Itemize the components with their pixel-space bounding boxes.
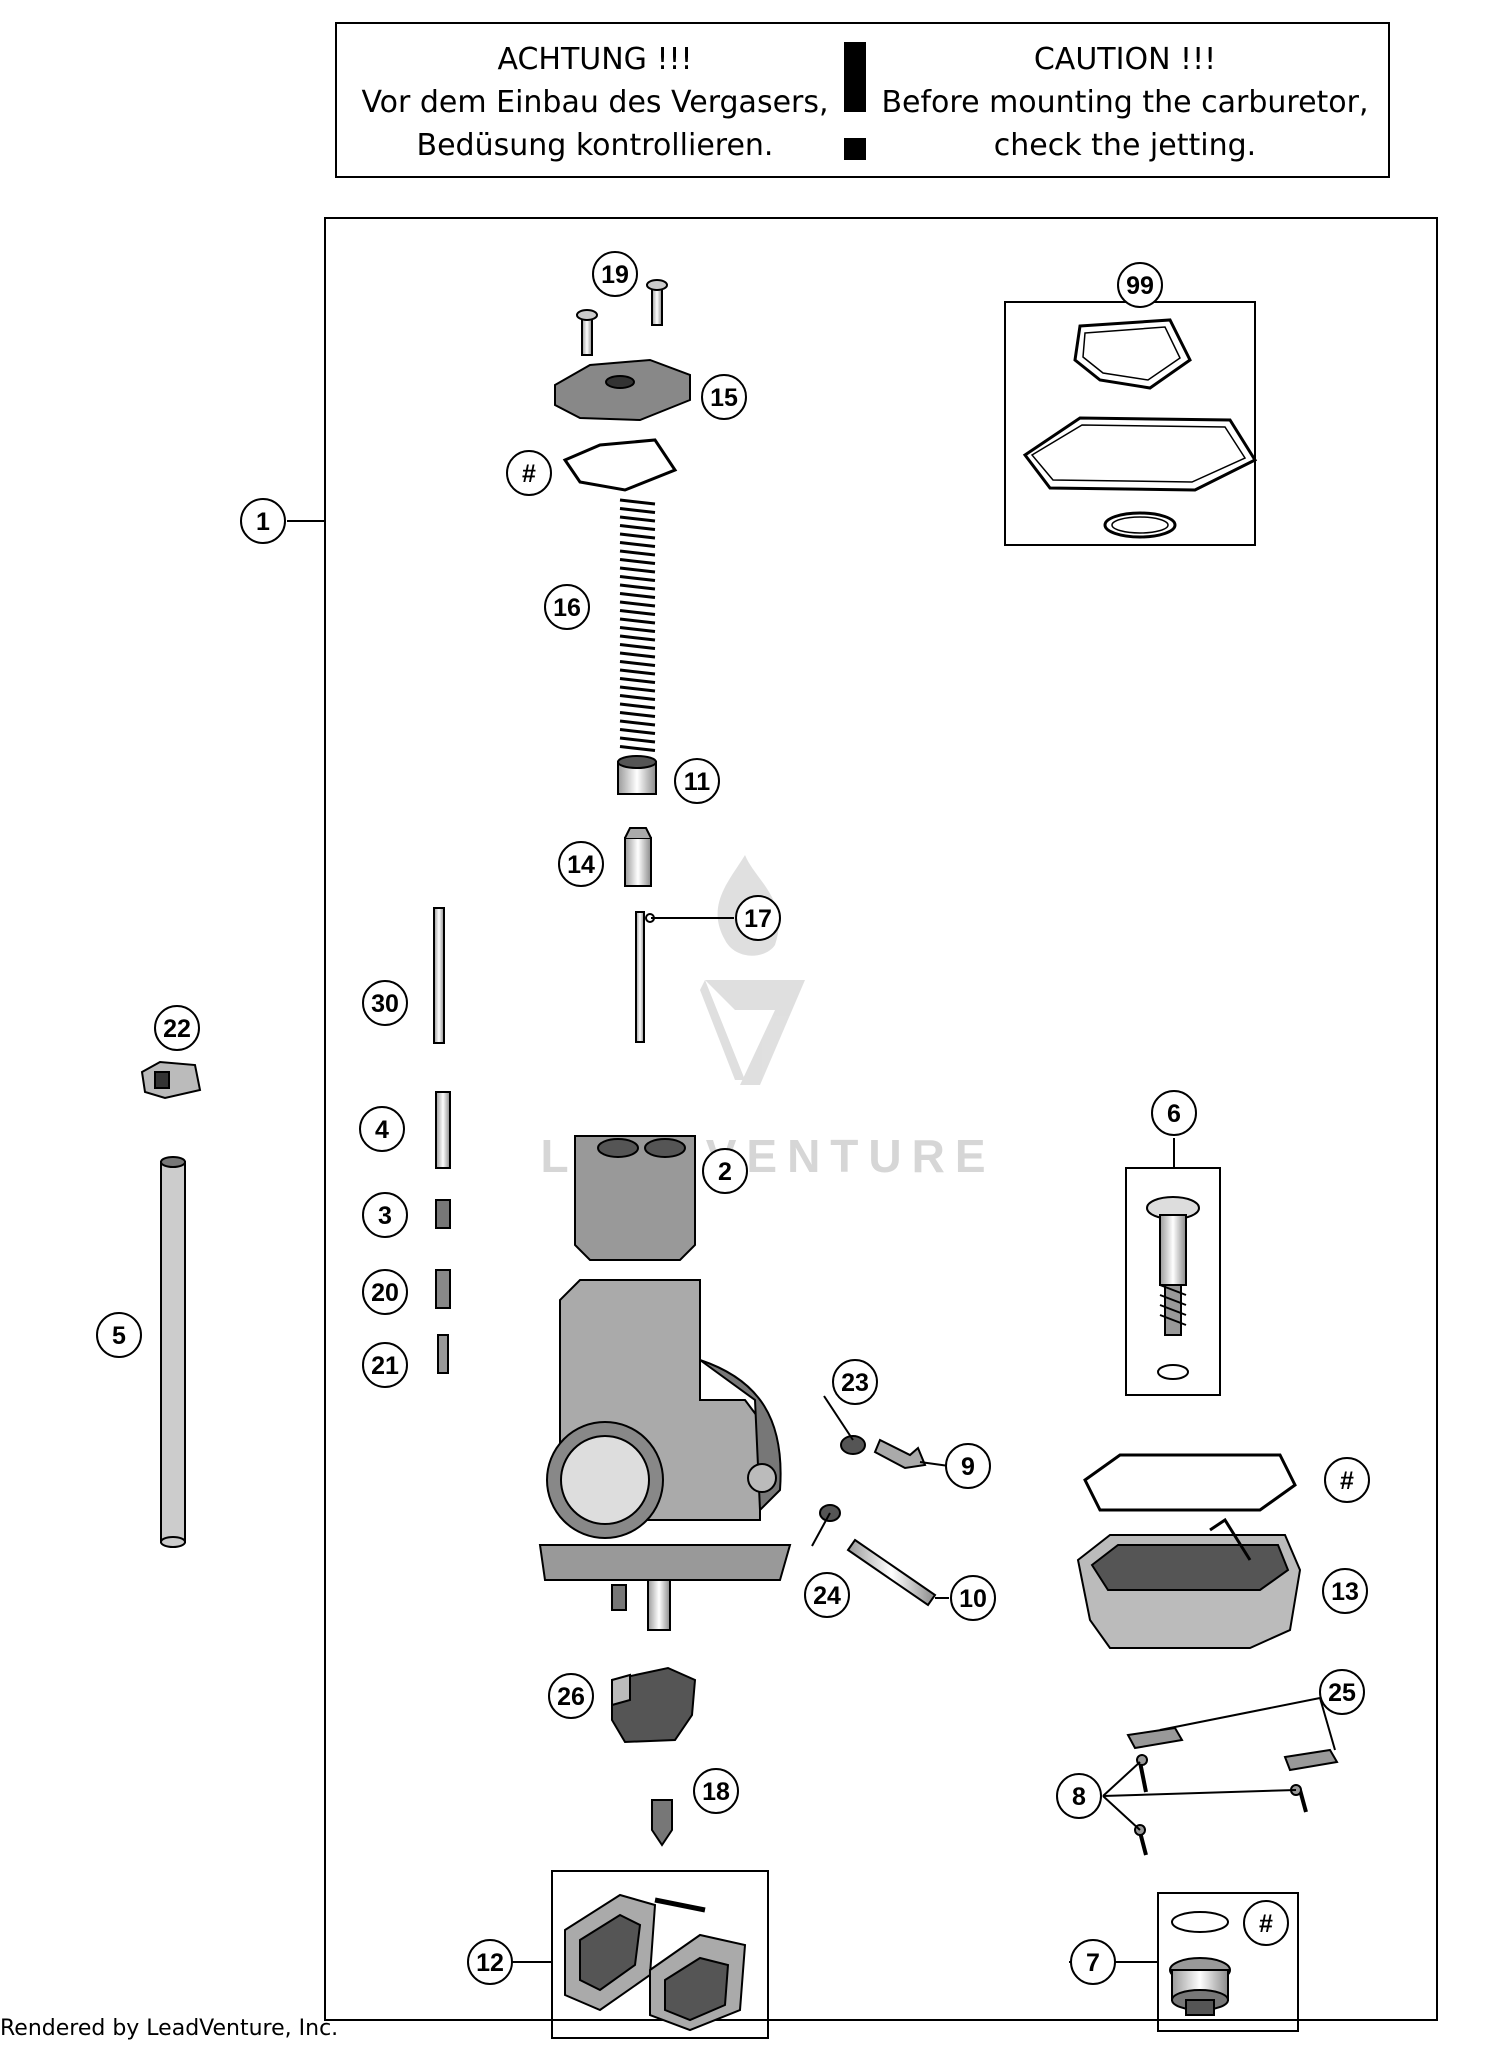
callout-1-circle bbox=[240, 498, 286, 544]
callout-26: 26 bbox=[557, 1683, 585, 1711]
float-box bbox=[551, 1870, 769, 2039]
callout-12-circle bbox=[467, 1939, 513, 1985]
callout-hash-drain-oring: # bbox=[1259, 1910, 1273, 1938]
callout-10: 10 bbox=[959, 1585, 987, 1613]
callout-5-circle bbox=[96, 1312, 142, 1358]
float-bowl-part bbox=[1076, 1453, 1302, 1649]
callout-11: 11 bbox=[684, 768, 711, 796]
callout-hash-gasket-top: # bbox=[522, 460, 536, 488]
callout-3: 3 bbox=[378, 1202, 392, 1230]
callout-hash-bowl-gasket: # bbox=[1340, 1467, 1354, 1495]
callout-16: 16 bbox=[553, 594, 581, 622]
top-cap-parts bbox=[554, 279, 691, 492]
warning-english-line-3: check the jetting. bbox=[993, 128, 1257, 163]
callout-26-circle bbox=[548, 1673, 594, 1719]
callout-2: 2 bbox=[718, 1158, 732, 1186]
callout-10-circle bbox=[950, 1575, 996, 1621]
callout-30: 30 bbox=[371, 990, 399, 1018]
leader-lines bbox=[287, 302, 1336, 1963]
warning-english: CAUTION !!! Before mounting the carburet… bbox=[875, 38, 1375, 167]
footer-credit: Rendered by LeadVenture, Inc. bbox=[0, 2016, 339, 2041]
callout-20: 20 bbox=[371, 1279, 399, 1307]
callout-2-circle bbox=[702, 1148, 748, 1194]
callout-8: 8 bbox=[1072, 1783, 1086, 1811]
callout-7-circle bbox=[1070, 1939, 1116, 1985]
callout-9-circle bbox=[945, 1443, 991, 1489]
spring-coils bbox=[619, 498, 656, 752]
callout-circles bbox=[96, 251, 1370, 1985]
callout-8-circle bbox=[1056, 1773, 1102, 1819]
warning-english-line-2: Before mounting the carburetor, bbox=[881, 85, 1369, 120]
callout-1: 1 bbox=[256, 508, 270, 536]
callout-3-circle bbox=[362, 1192, 408, 1238]
warning-german-line-1: ACHTUNG !!! bbox=[497, 42, 693, 77]
hose-part bbox=[160, 1156, 186, 1548]
callout-15: 15 bbox=[710, 384, 738, 412]
callout-hash-drain-oring-circle bbox=[1243, 1900, 1289, 1946]
callout-21-circle bbox=[362, 1342, 408, 1388]
callout-13: 13 bbox=[1331, 1578, 1359, 1606]
spring-part bbox=[619, 498, 656, 752]
callout-13-circle bbox=[1322, 1568, 1368, 1614]
carburetor-body-part bbox=[538, 1279, 792, 1631]
callout-7: 7 bbox=[1086, 1949, 1100, 1977]
callout-22: 22 bbox=[163, 1015, 191, 1043]
callout-5: 5 bbox=[112, 1322, 126, 1350]
warning-german: ACHTUNG !!! Vor dem Einbau des Vergasers… bbox=[345, 38, 845, 167]
slide-parts bbox=[433, 755, 657, 1374]
callout-6-circle bbox=[1151, 1090, 1197, 1136]
callout-15-circle bbox=[701, 374, 747, 420]
callout-9: 9 bbox=[961, 1453, 975, 1481]
warning-english-line-1: CAUTION !!! bbox=[1033, 42, 1217, 77]
callout-99-circle bbox=[1117, 262, 1163, 308]
callout-19: 19 bbox=[601, 261, 629, 289]
float-needle-part bbox=[651, 1799, 673, 1847]
callout-99: 99 bbox=[1126, 272, 1154, 300]
assembly-frame bbox=[324, 217, 1438, 2021]
callout-24: 24 bbox=[813, 1582, 841, 1610]
watermark-logo bbox=[700, 855, 805, 1085]
gasket-kit-parts bbox=[1022, 318, 1258, 539]
callout-14-circle bbox=[558, 841, 604, 887]
callout-12: 12 bbox=[476, 1949, 504, 1977]
clip-part bbox=[140, 1060, 202, 1100]
callout-22-circle bbox=[154, 1005, 200, 1051]
callout-21: 21 bbox=[371, 1352, 399, 1380]
throttle-slide-part bbox=[574, 1135, 696, 1261]
callout-19-circle bbox=[592, 251, 638, 297]
starter-plunger-part bbox=[1146, 1196, 1200, 1380]
drain-plug-part bbox=[1169, 1911, 1231, 2016]
callout-18-circle bbox=[693, 1768, 739, 1814]
callout-25-circle bbox=[1319, 1669, 1365, 1715]
callout-18: 18 bbox=[702, 1778, 730, 1806]
callout-16-circle bbox=[544, 584, 590, 630]
callout-24-circle bbox=[804, 1572, 850, 1618]
needle-jet-holder-part bbox=[611, 1666, 697, 1744]
callout-30-circle bbox=[362, 980, 408, 1026]
callout-4-circle bbox=[359, 1106, 405, 1152]
callout-17: 17 bbox=[744, 905, 772, 933]
callout-23-circle bbox=[832, 1359, 878, 1405]
callout-4: 4 bbox=[375, 1116, 389, 1144]
callout-20-circle bbox=[362, 1269, 408, 1315]
callout-14: 14 bbox=[567, 851, 595, 879]
float-part bbox=[564, 1893, 747, 2032]
callout-6: 6 bbox=[1167, 1100, 1181, 1128]
warning-german-line-2: Vor dem Einbau des Vergasers, bbox=[361, 85, 829, 120]
callout-17-circle bbox=[735, 895, 781, 941]
callout-hash-gasket-top-circle bbox=[506, 450, 552, 496]
callout-hash-bowl-gasket-circle bbox=[1324, 1457, 1370, 1503]
callout-11-circle bbox=[674, 758, 720, 804]
bracket-plates bbox=[1126, 1726, 1339, 1856]
adjusting-screws bbox=[819, 1435, 937, 1607]
callout-labels: 1 2 3 4 5 6 7 8 9 10 11 12 13 14 15 16 1… bbox=[112, 261, 1359, 1977]
callout-23: 23 bbox=[841, 1369, 869, 1397]
callout-25: 25 bbox=[1328, 1679, 1356, 1707]
warning-german-line-3: Bedüsung kontrollieren. bbox=[416, 128, 774, 163]
exclamation-icon bbox=[844, 42, 866, 160]
caution-banner: ACHTUNG !!! Vor dem Einbau des Vergasers… bbox=[335, 22, 1390, 178]
gasket-kit-box bbox=[1004, 301, 1256, 546]
